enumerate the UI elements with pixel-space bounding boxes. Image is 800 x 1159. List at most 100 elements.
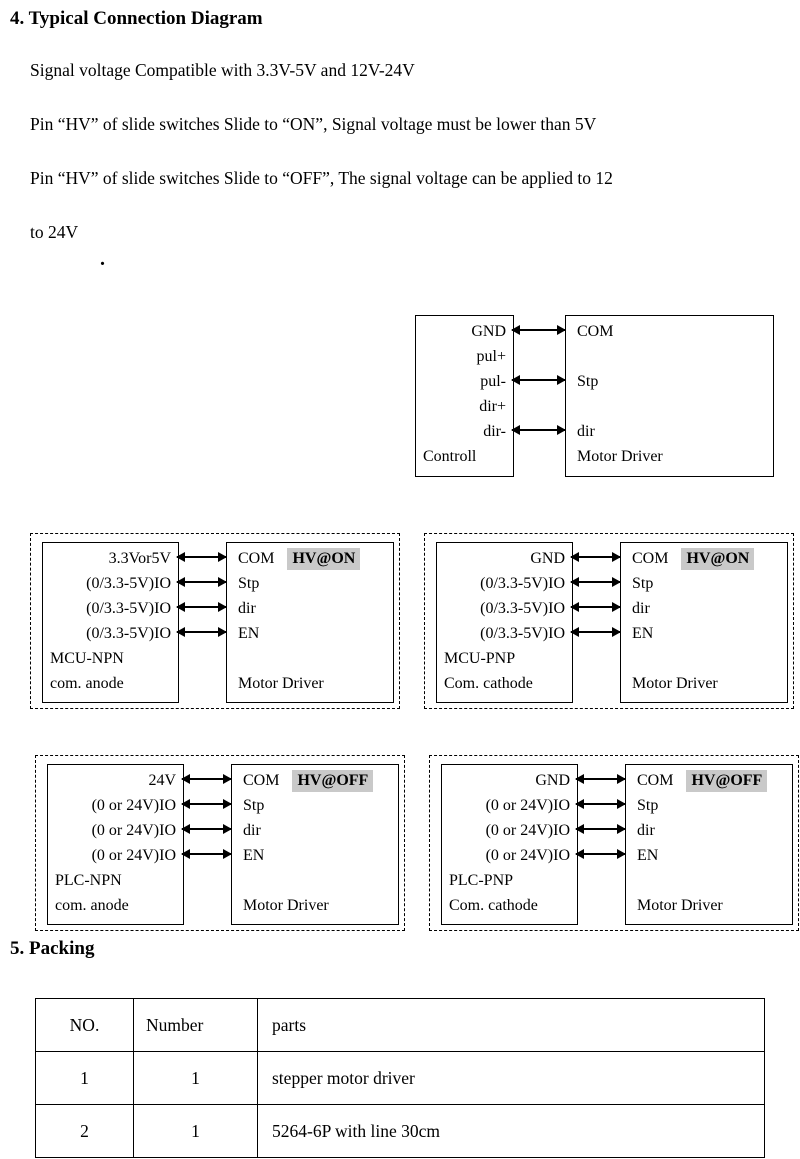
pin-label: Stp — [243, 797, 265, 814]
pin-label: 3.3Vor5V — [108, 550, 171, 567]
cell-number: 1 — [133, 1104, 258, 1158]
pin-label: COM — [632, 550, 669, 567]
wiring-label: Com. cathode — [449, 897, 538, 914]
hv-badge: HV@OFF — [686, 770, 768, 792]
blank-row — [227, 646, 393, 671]
pin-label: (0 or 24V)IO — [485, 847, 570, 864]
pin-label: COM — [243, 772, 280, 789]
hv-badge: HV@OFF — [292, 770, 374, 792]
pin-label: dir — [632, 600, 650, 617]
pin-label: (0/3.3-5V)IO — [480, 600, 565, 617]
pin-label: dir — [238, 600, 256, 617]
controller-driver-diagram: GND pul+ pul- dir+ dir- Controll COM Stp… — [415, 315, 774, 477]
double-arrow-icon — [575, 799, 626, 809]
double-arrow-icon — [575, 774, 626, 784]
col-header-number: Number — [133, 998, 258, 1052]
paragraph-period: . — [100, 248, 105, 270]
diagram-plc-npn: 24V (0 or 24V)IO (0 or 24V)IO (0 or 24V)… — [35, 755, 405, 931]
pin-label: (0/3.3-5V)IO — [86, 625, 171, 642]
hv-badge: HV@ON — [287, 548, 361, 570]
pin-label: dir — [637, 822, 655, 839]
pin-label: COM — [637, 772, 674, 789]
pin-label: (0/3.3-5V)IO — [480, 625, 565, 642]
pin-label: (0 or 24V)IO — [91, 797, 176, 814]
device-label: MCU-NPN — [50, 650, 124, 667]
pin-label: dir — [577, 423, 595, 440]
paragraph-hv-on: Pin “HV” of slide switches Slide to “ON”… — [30, 114, 597, 134]
section-4-heading: 4. Typical Connection Diagram — [10, 8, 263, 29]
pin-label: (0/3.3-5V)IO — [86, 575, 171, 592]
pin-row: COM HV@OFF — [232, 768, 398, 793]
double-arrow-icon — [570, 602, 621, 612]
pin-row: COM HV@OFF — [626, 768, 792, 793]
pin-label: GND — [535, 772, 570, 789]
double-arrow-icon — [511, 325, 566, 335]
pin-label: Stp — [238, 575, 260, 592]
pin-label: dir — [243, 822, 261, 839]
device-label: MCU-PNP — [444, 650, 516, 667]
cell-no: 1 — [35, 1051, 134, 1105]
double-arrow-icon — [575, 849, 626, 859]
wiring-label: Com. cathode — [444, 675, 533, 692]
col-header-parts: parts — [257, 998, 765, 1052]
pin-label: Stp — [577, 373, 599, 390]
double-arrow-icon — [511, 425, 566, 435]
double-arrow-icon — [176, 552, 227, 562]
controller-box: GND pul+ pul- dir+ dir- Controll — [415, 315, 514, 477]
pin-label: COM — [577, 323, 614, 340]
double-arrow-icon — [176, 602, 227, 612]
packing-table: NO. Number parts 1 1 stepper motor drive… — [35, 998, 765, 1158]
diagram-mcu-npn: 3.3Vor5V (0/3.3-5V)IO (0/3.3-5V)IO (0/3.… — [30, 533, 400, 709]
motor-driver-label: Motor Driver — [637, 897, 723, 914]
pin-label: 24V — [148, 772, 176, 789]
pin-label: (0 or 24V)IO — [485, 797, 570, 814]
table-row: 1 1 stepper motor driver — [35, 1051, 765, 1105]
double-arrow-icon — [181, 799, 232, 809]
pin-label: EN — [632, 625, 654, 642]
diagram-plc-pnp: GND (0 or 24V)IO (0 or 24V)IO (0 or 24V)… — [429, 755, 799, 931]
pin-label: GND — [471, 323, 506, 340]
double-arrow-icon — [570, 577, 621, 587]
pin-label: (0 or 24V)IO — [485, 822, 570, 839]
double-arrow-icon — [176, 627, 227, 637]
pin-label: (0/3.3-5V)IO — [480, 575, 565, 592]
double-arrow-icon — [570, 627, 621, 637]
table-header-row: NO. Number parts — [35, 998, 765, 1052]
device-label: PLC-NPN — [55, 872, 122, 889]
driver-box: COM HV@OFF Stp dir EN Motor Driver — [231, 764, 399, 925]
pin-label: (0 or 24V)IO — [91, 847, 176, 864]
plc-npn-box: 24V (0 or 24V)IO (0 or 24V)IO (0 or 24V)… — [47, 764, 184, 925]
pin-label: GND — [530, 550, 565, 567]
cell-parts: 5264-6P with line 30cm — [257, 1104, 765, 1158]
pin-label: EN — [238, 625, 260, 642]
wiring-label: com. anode — [50, 675, 124, 692]
section-5-heading: 5. Packing — [10, 938, 95, 959]
double-arrow-icon — [181, 824, 232, 834]
paragraph-to-24v: to 24V — [30, 222, 79, 242]
motor-driver-label: Motor Driver — [238, 675, 324, 692]
pin-label: (0 or 24V)IO — [91, 822, 176, 839]
pin-row: COM HV@ON — [621, 546, 787, 571]
hv-badge: HV@ON — [681, 548, 755, 570]
motor-driver-label: Motor Driver — [243, 897, 329, 914]
pin-label: EN — [243, 847, 265, 864]
double-arrow-icon — [575, 824, 626, 834]
motor-driver-label: Motor Driver — [577, 448, 663, 465]
motor-driver-box: COM Stp dir Motor Driver — [565, 315, 774, 477]
pin-label: (0/3.3-5V)IO — [86, 600, 171, 617]
pin-label: pul+ — [476, 348, 506, 365]
cell-no: 2 — [35, 1104, 134, 1158]
mcu-pnp-box: GND (0/3.3-5V)IO (0/3.3-5V)IO (0/3.3-5V)… — [436, 542, 573, 703]
double-arrow-icon — [181, 849, 232, 859]
double-arrow-icon — [570, 552, 621, 562]
mcu-npn-box: 3.3Vor5V (0/3.3-5V)IO (0/3.3-5V)IO (0/3.… — [42, 542, 179, 703]
pin-label: dir- — [483, 423, 506, 440]
plc-pnp-box: GND (0 or 24V)IO (0 or 24V)IO (0 or 24V)… — [441, 764, 578, 925]
double-arrow-icon — [176, 577, 227, 587]
device-label: PLC-PNP — [449, 872, 514, 889]
